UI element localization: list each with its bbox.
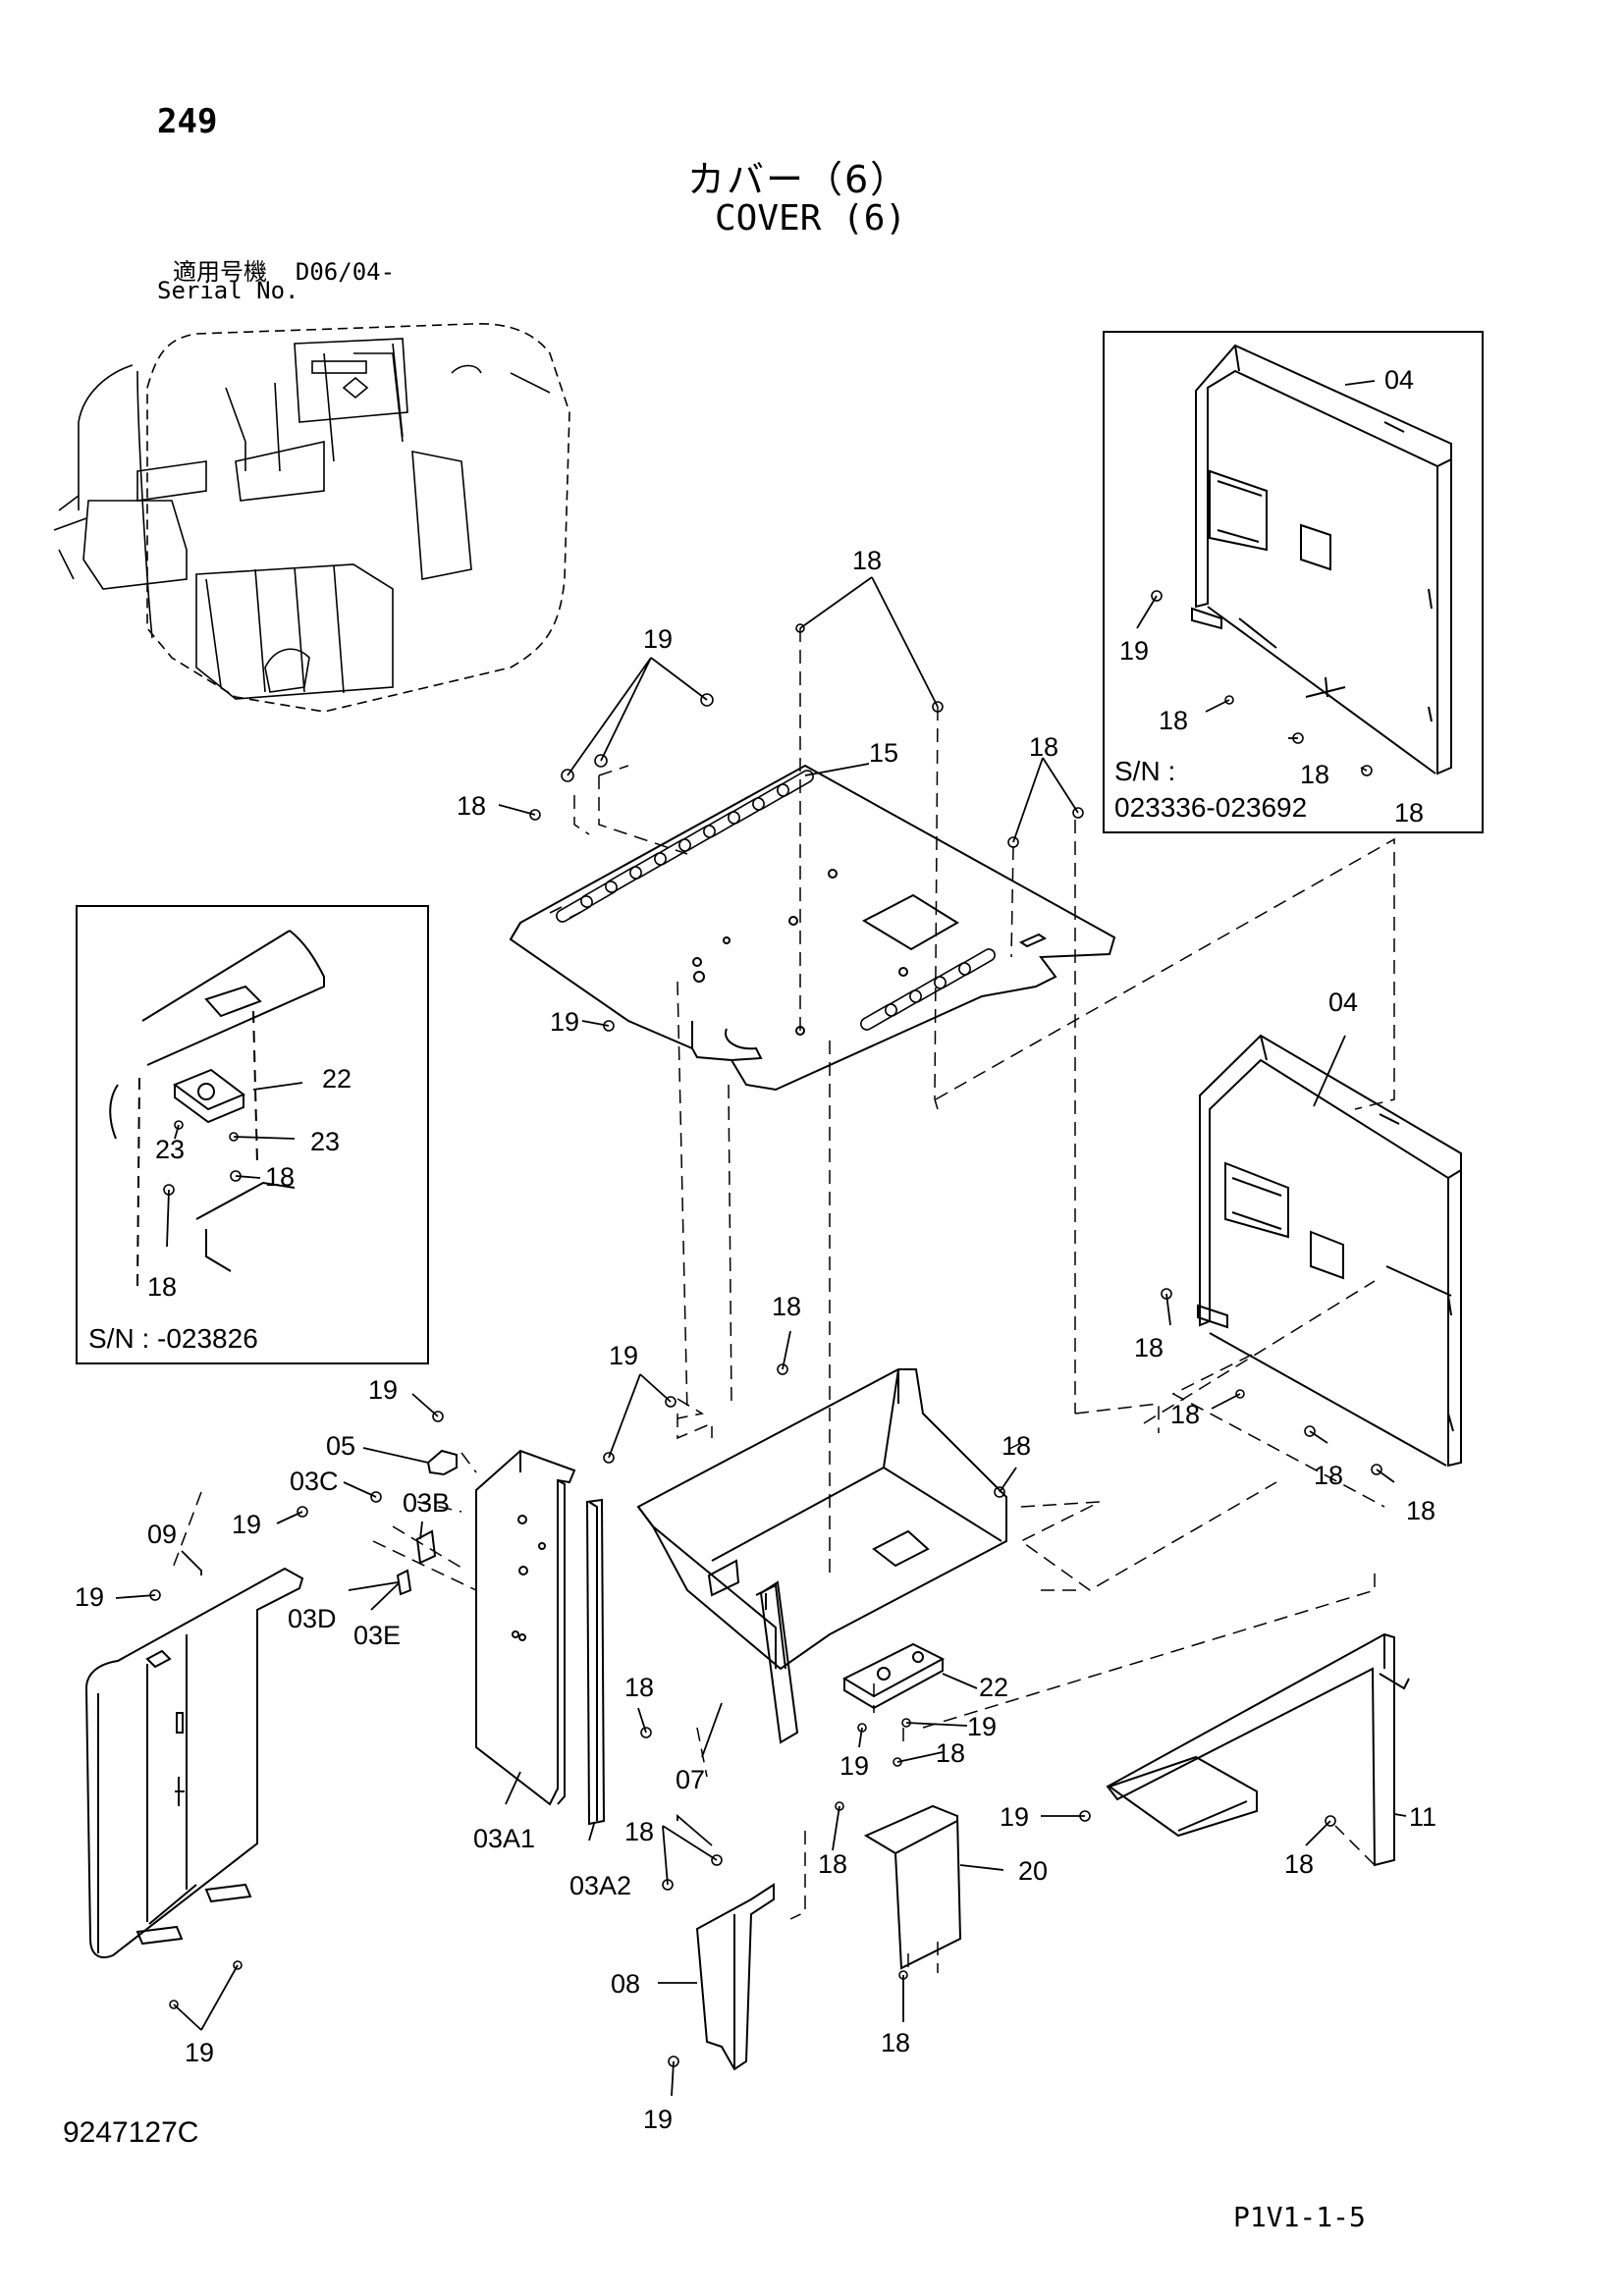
callout-03b: 03B — [403, 1488, 450, 1518]
callout-19: 19 — [839, 1751, 869, 1781]
callout-19: 19 — [1000, 1802, 1029, 1832]
title-english: COVER (6) — [715, 198, 907, 239]
callout-19: 19 — [643, 624, 673, 654]
callout-08: 08 — [611, 1969, 640, 1999]
callout-07: 07 — [676, 1765, 705, 1794]
callout-18: 18 — [772, 1292, 801, 1321]
callout-19: 19 — [1119, 636, 1149, 666]
part-04-side-panel — [1197, 1034, 1462, 1468]
part-09-side-frame — [84, 1567, 304, 1958]
callout-18: 18 — [1300, 760, 1329, 789]
machine-overview-illustration — [53, 323, 570, 713]
callout-05: 05 — [326, 1431, 355, 1461]
serial-applicability: 適用号機 D06/04- — [173, 252, 395, 287]
part-03b-clip — [415, 1529, 437, 1565]
callout-22: 22 — [322, 1064, 352, 1094]
part-07-frame-box — [636, 1368, 1007, 1744]
part-05-bracket — [426, 1449, 458, 1476]
callout-18: 18 — [1394, 798, 1424, 828]
callout-19: 19 — [967, 1712, 997, 1741]
serial-value: D06/04- — [295, 258, 396, 286]
callout-18: 18 — [818, 1849, 847, 1879]
callout-03a2: 03A2 — [569, 1871, 631, 1900]
callout-18: 18 — [1134, 1333, 1164, 1362]
serial-label-en: Serial No. — [157, 277, 299, 304]
page-code: P1V1-1-5 — [1233, 2201, 1366, 2233]
callout-19: 19 — [232, 1510, 261, 1539]
callout-20: 20 — [1018, 1856, 1048, 1886]
callout-19: 19 — [185, 2038, 214, 2067]
inset-left-serial: S/N : -023826 — [88, 1323, 258, 1354]
callout-22: 22 — [979, 1673, 1008, 1702]
callout-04: 04 — [1384, 365, 1414, 395]
inset-box-left — [76, 905, 429, 1364]
callout-18: 18 — [457, 791, 486, 821]
serial-label-jp: 適用号機 — [173, 258, 267, 286]
callout-18: 18 — [1029, 732, 1058, 762]
callout-18: 18 — [881, 2028, 910, 2057]
title-japanese: カバー（6） — [687, 158, 910, 201]
callout-19: 19 — [368, 1375, 398, 1405]
part-callout-labels: 18 19 15 18 18 19 04 04 19 18 18 18 22 2… — [75, 365, 1436, 2134]
page-number: 249 — [157, 102, 218, 141]
callout-03a1: 03A1 — [473, 1824, 535, 1853]
callout-18: 18 — [852, 546, 882, 575]
callout-18: 18 — [936, 1738, 965, 1768]
callout-18: 18 — [624, 1817, 654, 1846]
part-22-plate — [841, 1642, 946, 1710]
callout-18: 18 — [1284, 1849, 1314, 1879]
callout-18: 18 — [1159, 706, 1188, 735]
callout-18: 18 — [1406, 1496, 1435, 1525]
part-11-angle-frame — [1106, 1632, 1410, 1867]
callout-03c: 03C — [290, 1467, 339, 1496]
callout-18: 18 — [624, 1673, 654, 1702]
callout-23: 23 — [310, 1127, 340, 1156]
assembly-guide-lines — [171, 628, 1395, 1973]
callout-18: 18 — [1170, 1400, 1200, 1429]
callout-19: 19 — [550, 1007, 579, 1037]
callout-19: 19 — [75, 1582, 104, 1612]
part-03a2-strip — [585, 1498, 606, 1826]
callout-18: 18 — [265, 1162, 295, 1192]
inset-serial-label: S/N : — [1114, 756, 1175, 786]
callout-11: 11 — [1409, 1802, 1436, 1832]
part-15-top-cover-plate — [509, 764, 1116, 1092]
callout-19: 19 — [609, 1341, 638, 1370]
drawing-number: 9247127C — [63, 2116, 199, 2149]
callout-09: 09 — [147, 1520, 177, 1549]
part-03e-clip — [396, 1569, 412, 1596]
callout-04: 04 — [1328, 988, 1358, 1017]
callout-18: 18 — [147, 1272, 177, 1302]
callout-leader-lines — [115, 380, 1407, 2097]
callout-18: 18 — [1001, 1431, 1031, 1461]
part-03a1-panel — [475, 1449, 576, 1806]
part-20-plate — [863, 1804, 962, 1970]
inset-serial-range: 023336-023692 — [1114, 792, 1307, 823]
callout-15: 15 — [869, 738, 898, 768]
callout-03e: 03E — [353, 1621, 401, 1650]
part-08-bracket — [695, 1883, 775, 2071]
callout-23: 23 — [155, 1135, 185, 1164]
callout-19: 19 — [643, 2105, 673, 2134]
callout-18: 18 — [1314, 1461, 1343, 1490]
callout-03d: 03D — [288, 1604, 337, 1633]
inset-box-top-right — [1103, 331, 1484, 833]
